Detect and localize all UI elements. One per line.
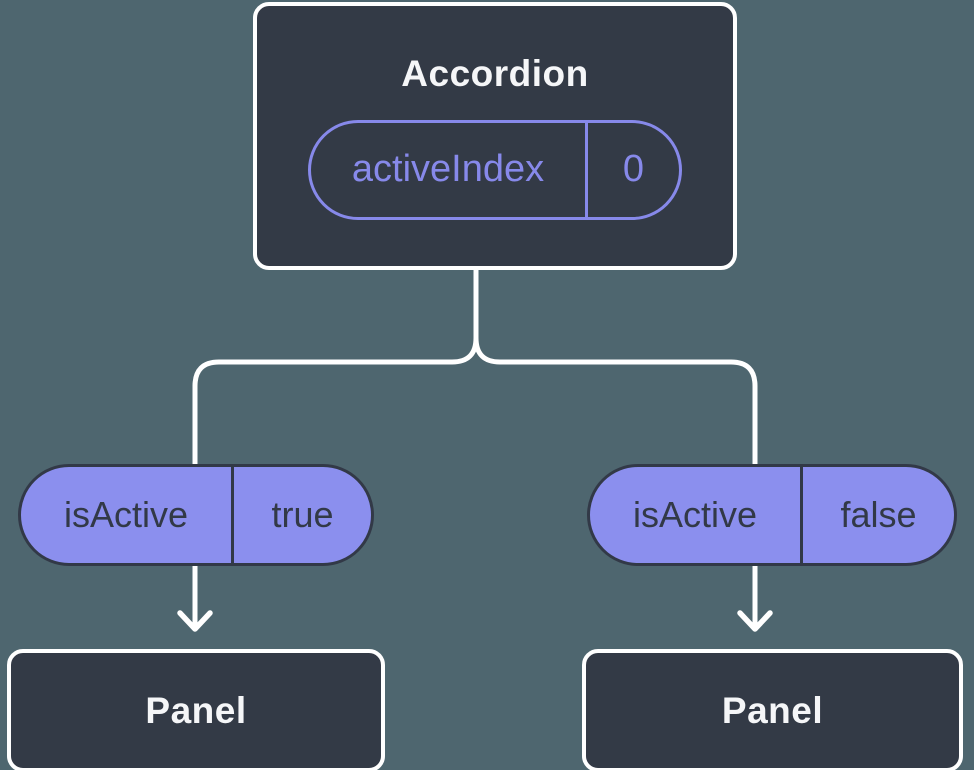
accordion-title: Accordion [401, 52, 589, 94]
prop-pill-right: isActive false [587, 464, 957, 566]
prop-pill-left-value: true [271, 494, 334, 535]
connector-left-branch [192, 262, 479, 628]
arrow-down-icon [177, 610, 213, 632]
prop-pill-right-name: isActive [590, 467, 803, 563]
panel-right-title: Panel [721, 689, 824, 731]
panel-node-left: Panel [7, 649, 385, 770]
panel-left-title: Panel [145, 689, 247, 731]
arrow-down-icon [737, 610, 773, 632]
prop-pill-left: isActive true [18, 464, 374, 566]
panel-node-right: Panel [582, 649, 963, 770]
prop-pill-left-name: isActive [21, 467, 234, 563]
state-pill: activeIndex 0 [308, 119, 682, 220]
state-pill-value: 0 [622, 148, 645, 190]
accordion-node: Accordion activeIndex 0 [253, 2, 737, 270]
connector-right-branch [473, 262, 758, 628]
prop-pill-right-value: false [840, 494, 917, 535]
state-pill-name: activeIndex [311, 122, 588, 217]
